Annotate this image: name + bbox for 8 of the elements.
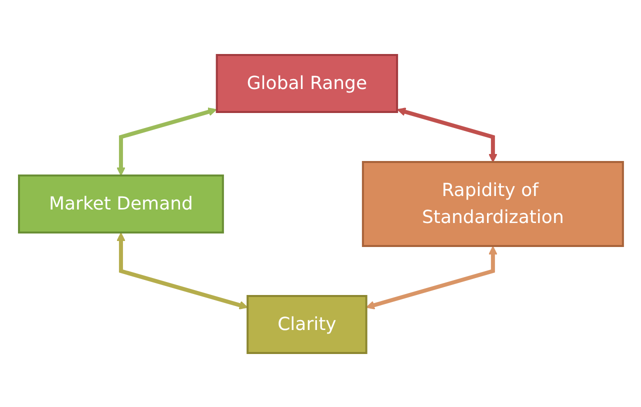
arrow <box>365 246 497 309</box>
arrow <box>116 232 248 309</box>
node-box: Clarity <box>246 294 367 354</box>
node-box: Global Range <box>215 54 398 112</box>
arrow <box>396 107 497 162</box>
node-box: Rapidity of Standardization <box>361 160 624 246</box>
node-box: Market Demand <box>18 174 224 233</box>
arrow <box>116 107 216 176</box>
